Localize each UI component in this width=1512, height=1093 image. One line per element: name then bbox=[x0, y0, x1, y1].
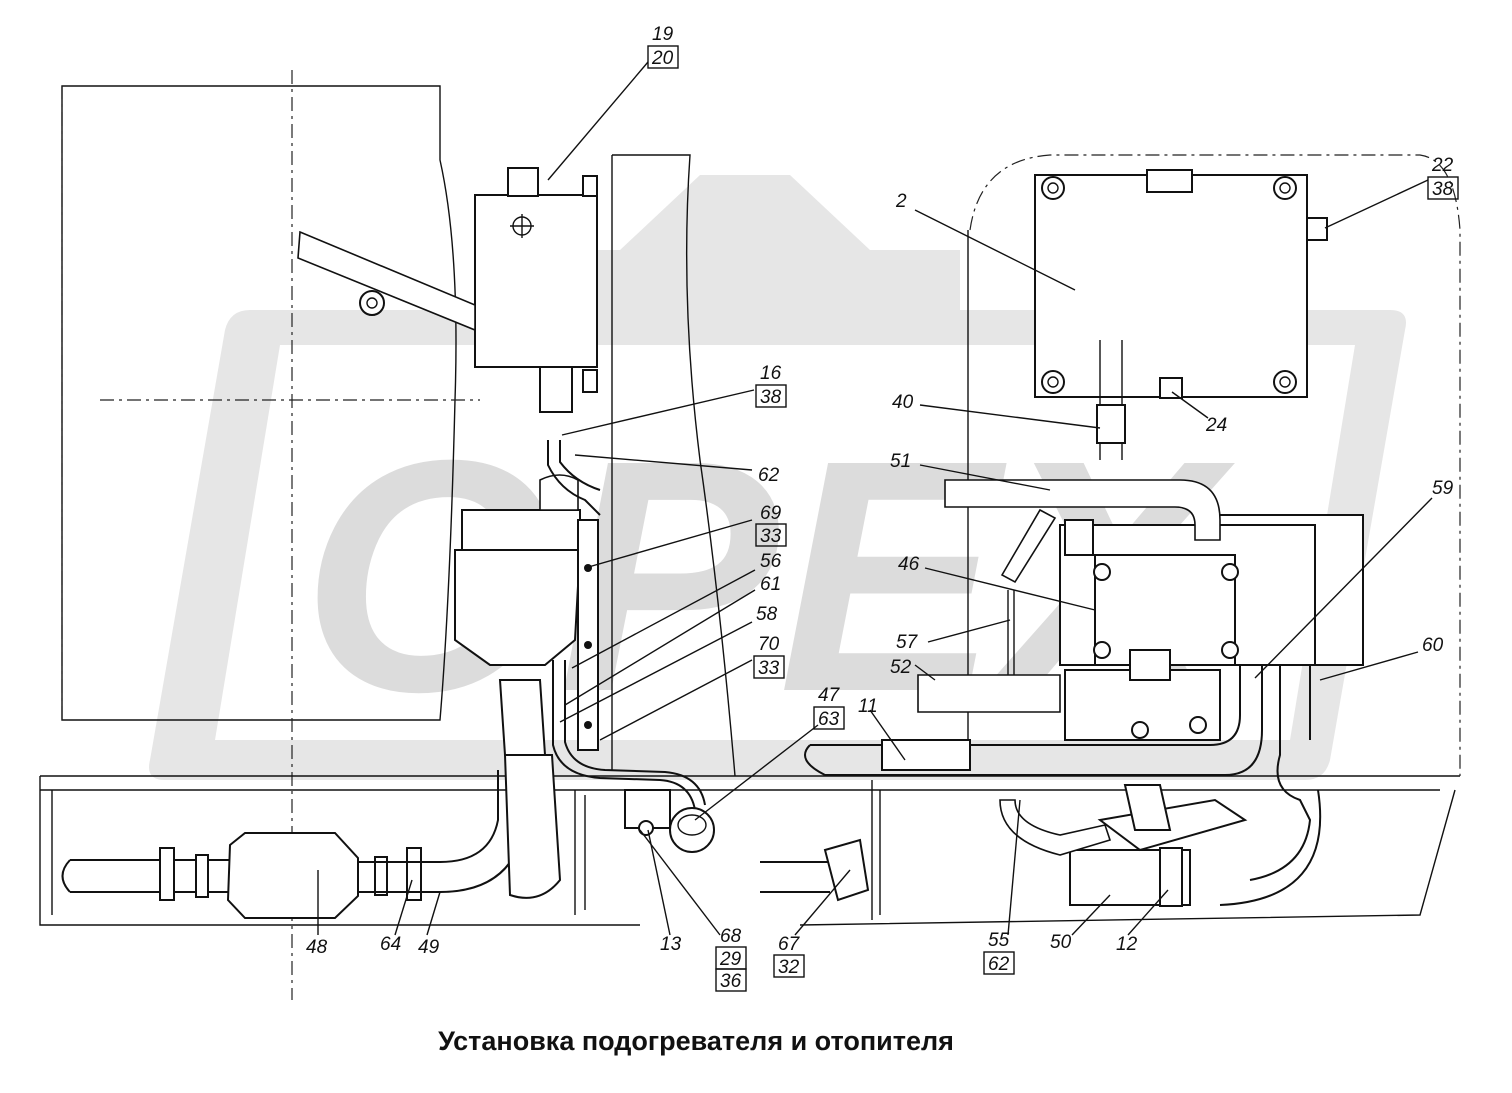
callout-labels: 19 20 16 38 62 69 33 56 61 58 70 33 2 22… bbox=[306, 24, 1459, 992]
svg-text:20: 20 bbox=[651, 48, 674, 69]
callout-46: 46 bbox=[898, 554, 920, 575]
pedal-lever bbox=[297, 230, 476, 332]
callout-48: 48 bbox=[306, 937, 328, 958]
liquid-heater bbox=[1059, 514, 1364, 741]
svg-text:70: 70 bbox=[758, 634, 780, 655]
svg-text:55: 55 bbox=[988, 930, 1010, 951]
callout-47-63: 47 63 bbox=[813, 685, 845, 730]
drain-pipe bbox=[760, 838, 870, 902]
callout-67-32: 67 32 bbox=[773, 934, 805, 978]
coolant-hose-left bbox=[547, 440, 706, 811]
exhaust-pipe-right bbox=[999, 784, 1248, 907]
callout-2: 2 bbox=[895, 191, 907, 212]
callout-62: 62 bbox=[758, 465, 780, 486]
svg-text:69: 69 bbox=[760, 503, 782, 524]
leader-lines bbox=[317, 61, 1433, 936]
callout-50: 50 bbox=[1050, 932, 1072, 953]
callout-24: 24 bbox=[1205, 415, 1227, 436]
callout-11: 11 bbox=[858, 696, 878, 717]
svg-text:63: 63 bbox=[818, 709, 840, 730]
callout-70-33: 70 33 bbox=[753, 634, 785, 679]
callout-51: 51 bbox=[890, 451, 911, 472]
callout-68-29-36: 68 29 36 bbox=[715, 926, 747, 992]
callout-19-20: 19 20 bbox=[647, 24, 679, 69]
svg-text:32: 32 bbox=[778, 957, 800, 978]
callout-64: 64 bbox=[380, 934, 401, 955]
coolant-tank bbox=[474, 167, 598, 413]
callout-13: 13 bbox=[660, 934, 682, 955]
callout-58: 58 bbox=[756, 604, 778, 625]
svg-text:47: 47 bbox=[818, 685, 841, 706]
callout-22-38: 22 38 bbox=[1427, 155, 1459, 200]
svg-text:33: 33 bbox=[758, 658, 780, 679]
callout-40: 40 bbox=[892, 392, 914, 413]
svg-text:22: 22 bbox=[1431, 155, 1454, 176]
coolant-hoses-right bbox=[804, 479, 1322, 906]
svg-text:29: 29 bbox=[719, 949, 742, 970]
figure-caption: Установка подогревателя и отопителя bbox=[438, 1026, 954, 1056]
svg-text:38: 38 bbox=[1432, 179, 1454, 200]
callout-61: 61 bbox=[760, 574, 781, 595]
callout-69-33: 69 33 bbox=[755, 503, 787, 547]
heater-pump bbox=[454, 474, 599, 751]
callout-52: 52 bbox=[890, 657, 912, 678]
callout-16-38: 16 38 bbox=[755, 363, 787, 408]
exhaust-pipe bbox=[61, 679, 562, 919]
callout-49: 49 bbox=[418, 937, 440, 958]
svg-text:33: 33 bbox=[760, 526, 782, 547]
callout-56: 56 bbox=[760, 551, 782, 572]
callout-55-62: 55 62 bbox=[983, 930, 1015, 975]
frame-rail bbox=[39, 775, 1460, 926]
fuel-pump bbox=[624, 789, 715, 853]
svg-text:16: 16 bbox=[760, 363, 782, 384]
svg-text:36: 36 bbox=[720, 971, 742, 992]
callout-59: 59 bbox=[1432, 478, 1454, 499]
svg-text:68: 68 bbox=[720, 926, 742, 947]
svg-text:67: 67 bbox=[778, 934, 801, 955]
callout-12: 12 bbox=[1116, 934, 1138, 955]
svg-text:62: 62 bbox=[988, 954, 1010, 975]
callout-60: 60 bbox=[1422, 635, 1444, 656]
svg-text:38: 38 bbox=[760, 387, 782, 408]
callout-57: 57 bbox=[896, 632, 919, 653]
svg-text:19: 19 bbox=[652, 24, 674, 45]
air-heater bbox=[1034, 169, 1328, 460]
